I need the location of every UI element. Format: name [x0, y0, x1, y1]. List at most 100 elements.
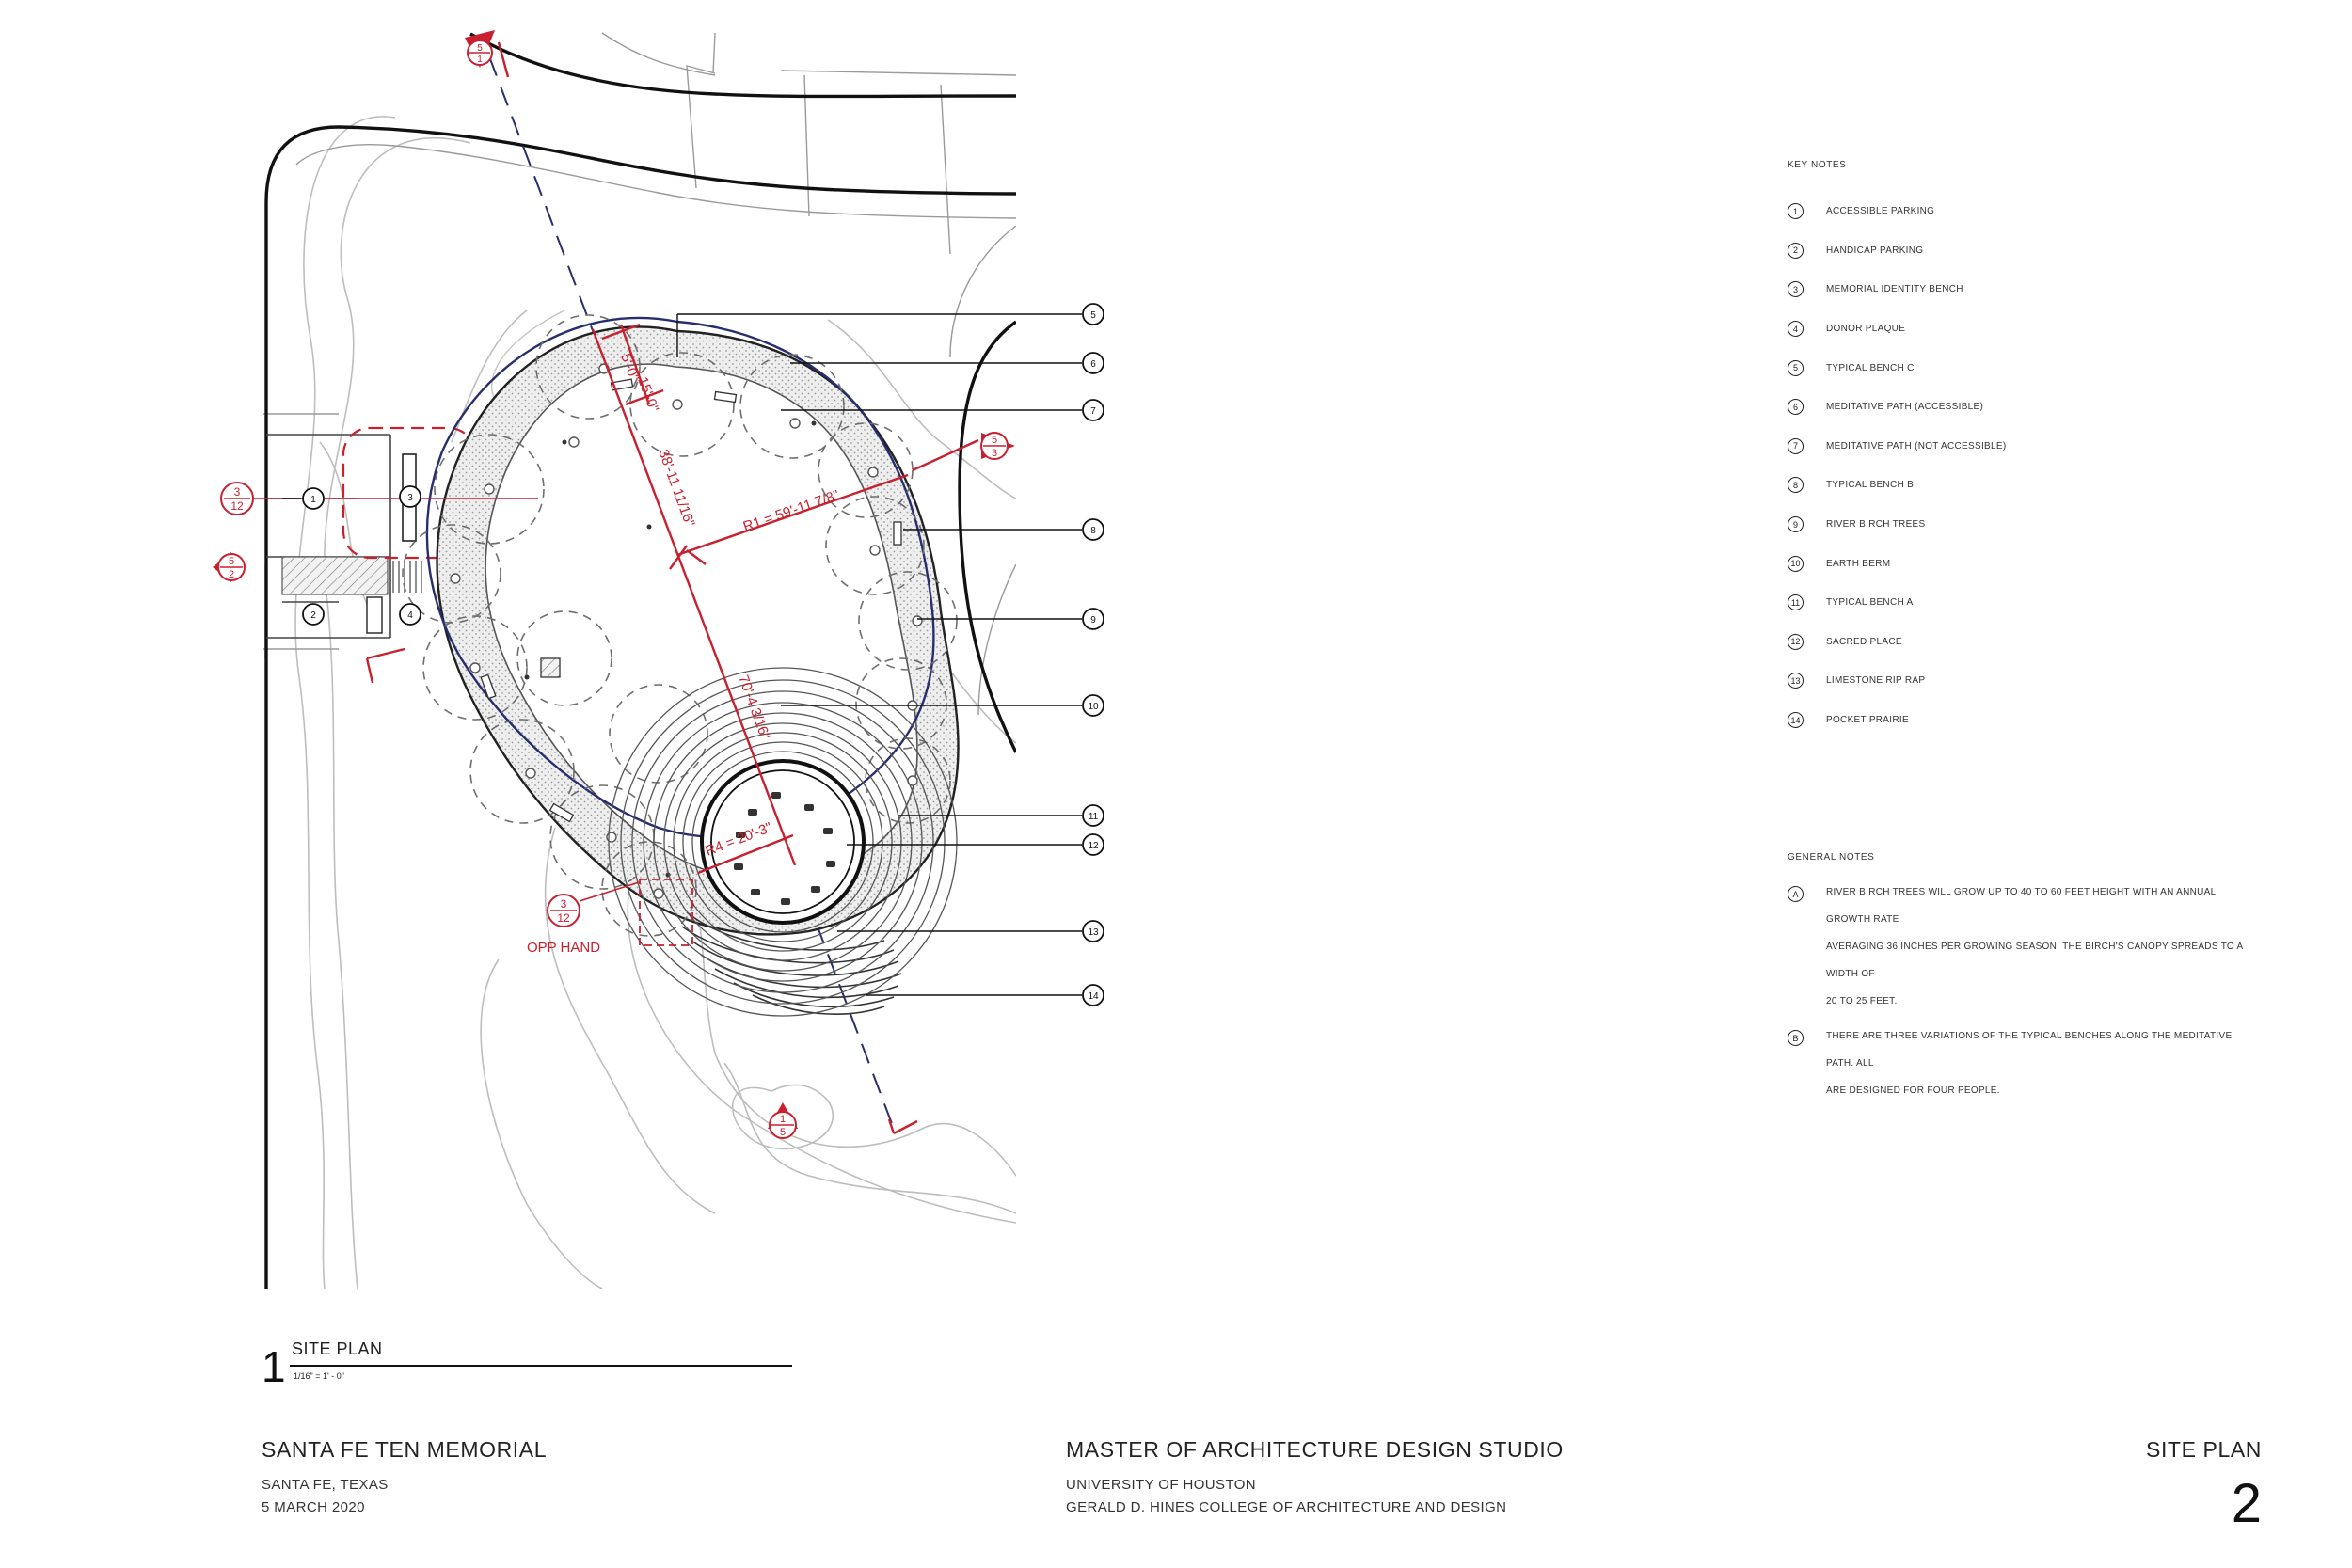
river-birch-trees	[402, 314, 958, 937]
sheet-title: SITE PLAN	[2146, 1437, 2262, 1462]
project-date: 5 MARCH 2020	[262, 1499, 365, 1515]
key-note-number: 14	[1788, 712, 1804, 729]
general-notes: GENERAL NOTES A RIVER BIRCH TREES WILL G…	[1788, 852, 2258, 1117]
key-note-label: ACCESSIBLE PARKING	[1826, 206, 1935, 217]
sacred-place-seats	[734, 792, 835, 905]
detail-tag-sheet: 12	[557, 911, 570, 925]
callout: 5	[1082, 303, 1104, 325]
svg-text:3: 3	[407, 493, 413, 503]
college-name: GERALD D. HINES COLLEGE OF ARCHITECTURE …	[1066, 1499, 1507, 1515]
key-note-number: 13	[1788, 673, 1804, 689]
detail-tag-sheet: 2	[229, 569, 234, 580]
university-name: UNIVERSITY OF HOUSTON	[1066, 1477, 1257, 1493]
callout: 11	[1082, 804, 1104, 827]
callout: 3	[399, 485, 421, 508]
memorial-entry-zone	[342, 426, 477, 560]
svg-text:4: 4	[407, 610, 413, 621]
callout: 10	[1082, 694, 1104, 717]
key-note-number: 1	[1788, 203, 1804, 220]
svg-text:5: 5	[1090, 310, 1096, 321]
section-tag-num: 1	[780, 1114, 786, 1125]
key-note-label: TYPICAL BENCH B	[1826, 480, 1915, 491]
detail-tag-num: 5	[229, 556, 234, 567]
svg-text:1: 1	[310, 495, 316, 505]
callout: 8	[1082, 518, 1104, 541]
key-note-label: EARTH BERM	[1826, 558, 1891, 569]
red-section-lines	[365, 41, 979, 1135]
svg-text:2: 2	[310, 610, 316, 621]
leader-lines	[282, 313, 1082, 996]
key-note-label: LIMESTONE RIP RAP	[1826, 675, 1926, 687]
section-tag: 1 5	[768, 1102, 798, 1139]
key-note-number: 12	[1788, 633, 1804, 650]
key-note-label: RIVER BIRCH TREES	[1826, 519, 1926, 531]
general-note-item: A RIVER BIRCH TREES WILL GROW UP TO 40 T…	[1788, 884, 2258, 1015]
key-note-item: 8 TYPICAL BENCH B	[1788, 466, 2314, 505]
section-tag: 5 1	[465, 30, 495, 68]
key-note-item: 9 RIVER BIRCH TREES	[1788, 505, 2314, 545]
key-note-label: SACRED PLACE	[1826, 636, 1902, 647]
key-note-number: 7	[1788, 437, 1804, 454]
key-note-number: 9	[1788, 516, 1804, 533]
opp-hand-label: OPP HAND	[527, 940, 600, 956]
key-note-item: 7 MEDITATIVE PATH (NOT ACCESSIBLE)	[1788, 427, 2314, 467]
opp-hand-zone	[639, 879, 693, 946]
studio-block: MASTER OF ARCHITECTURE DESIGN STUDIO UNI…	[1066, 1437, 1564, 1519]
key-note-number: 10	[1788, 555, 1804, 572]
key-note-number: 11	[1788, 594, 1804, 611]
key-note-item: 1 ACCESSIBLE PARKING	[1788, 192, 2314, 231]
limestone-rip-rap	[681, 911, 902, 1015]
svg-text:14: 14	[1088, 991, 1099, 1002]
key-note-item: 10 EARTH BERM	[1788, 544, 2314, 583]
project-title: SANTA FE TEN MEMORIAL	[262, 1437, 548, 1462]
detail-tag-sheet: 12	[230, 499, 244, 513]
drawing-scale: 1/16" = 1' - 0"	[294, 1371, 344, 1381]
parking-hatch	[281, 556, 389, 595]
typical-benches	[480, 378, 902, 823]
callout: 2	[302, 603, 325, 626]
site-boundary	[264, 32, 1016, 1289]
parking-area	[266, 426, 477, 639]
svg-text:9: 9	[1090, 615, 1096, 626]
key-note-number: 4	[1788, 321, 1804, 338]
key-note-number: 3	[1788, 281, 1804, 298]
key-note-label: MEDITATIVE PATH (ACCESSIBLE)	[1826, 402, 1984, 413]
project-block: SANTA FE TEN MEMORIAL SANTA FE, TEXAS 5 …	[262, 1437, 547, 1519]
key-note-number: 8	[1788, 477, 1804, 494]
svg-text:7: 7	[1090, 406, 1096, 417]
section-tag-num: 5	[477, 43, 483, 54]
berm-rings	[608, 667, 958, 1017]
svg-text:10: 10	[1088, 702, 1099, 712]
section-tag-sheet: 1	[477, 55, 483, 65]
callout: 9	[1082, 608, 1104, 630]
sacred-place-inner	[710, 769, 855, 914]
key-note-label: POCKET PRAIRIE	[1826, 715, 1909, 726]
studio-title: MASTER OF ARCHITECTURE DESIGN STUDIO	[1066, 1437, 1564, 1462]
sheet-block: SITE PLAN	[2146, 1437, 2262, 1463]
callout: 12	[1082, 833, 1104, 856]
callout: 14	[1082, 984, 1104, 1006]
donor-plaque	[366, 596, 383, 634]
section-tag: 5 3	[980, 432, 1015, 460]
key-note-item: 13 LIMESTONE RIP RAP	[1788, 661, 2314, 701]
drawing-number: 1	[262, 1342, 286, 1391]
key-note-item: 6 MEDITATIVE PATH (ACCESSIBLE)	[1788, 388, 2314, 427]
key-note-label: TYPICAL BENCH A	[1826, 597, 1914, 609]
svg-text:12: 12	[1088, 841, 1099, 851]
general-note-letter: A	[1788, 886, 1804, 902]
key-note-number: 6	[1788, 399, 1804, 416]
key-note-label: MEDITATIVE PATH (NOT ACCESSIBLE)	[1826, 440, 2007, 451]
callout: 6	[1082, 352, 1104, 374]
section-tag-num: 5	[992, 435, 997, 446]
key-note-number: 2	[1788, 242, 1804, 259]
general-note-letter: B	[1788, 1030, 1804, 1046]
key-note-label: HANDICAP PARKING	[1826, 245, 1924, 256]
sheet-number: 2	[2231, 1473, 2262, 1534]
general-note-item: B THERE ARE THREE VARIATIONS OF THE TYPI…	[1788, 1028, 2258, 1104]
svg-text:13: 13	[1088, 927, 1099, 938]
key-note-number: 5	[1788, 359, 1804, 376]
